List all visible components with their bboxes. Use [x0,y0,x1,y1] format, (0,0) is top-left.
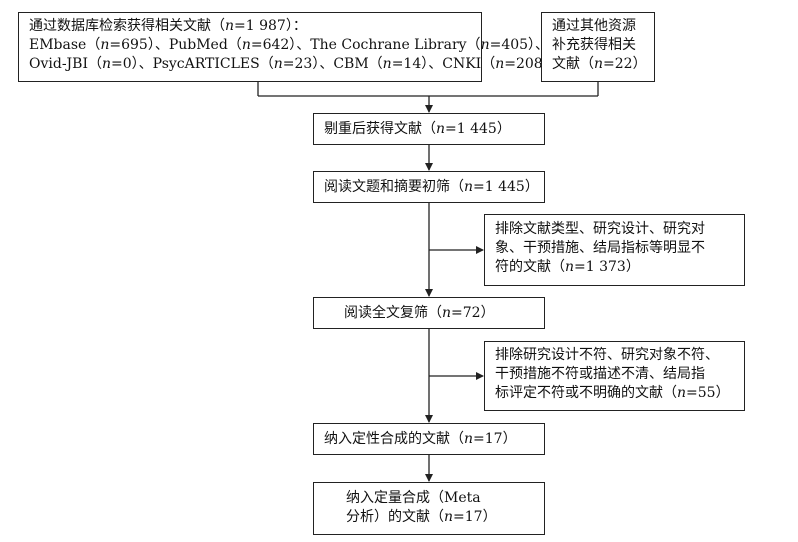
other-sources-line3: 文献（n=22） [552,56,647,72]
dedup-text: 剔重后获得文献（n=1 445） [324,121,511,137]
qualitative-text: 纳入定性合成的文献（n=17） [324,431,517,447]
exclusion1-line1: 排除文献类型、研究设计、研究对 [495,221,705,237]
qualitative-synthesis-box: 纳入定性合成的文献（n=17） [313,423,545,455]
dedup-box: 剔重后获得文献（n=1 445） [313,113,545,145]
database-search-line1: 通过数据库检索获得相关文献（n=1 987）： [29,18,307,34]
database-search-line2: EMbase（n=695）、PubMed（n=642）、The Cochrane… [29,37,550,53]
screening-text: 阅读文题和摘要初筛（n=1 445） [324,179,539,195]
other-sources-box: 通过其他资源 补充获得相关 文献（n=22） [541,12,655,82]
screening-box: 阅读文题和摘要初筛（n=1 445） [313,171,545,203]
quantitative-line2: 分析）的文献（n=17） [346,509,497,525]
exclusion-box-1: 排除文献类型、研究设计、研究对 象、干预措施、结局指标等明显不 符的文献（n=1… [484,214,745,286]
fulltext-box: 阅读全文复筛（n=72） [313,297,545,329]
exclusion1-line3: 符的文献（n=1 373） [495,259,640,275]
fulltext-text: 阅读全文复筛（n=72） [344,305,495,321]
exclusion-box-2: 排除研究设计不符、研究对象不符、 干预措施不符或描述不清、结局指 标评定不符或不… [484,341,745,411]
quantitative-synthesis-box: 纳入定量合成（Meta 分析）的文献（n=17） [313,482,545,535]
other-sources-line2: 补充获得相关 [552,37,636,53]
other-sources-line1: 通过其他资源 [552,18,636,34]
database-search-line3: Ovid-JBI（n=0）、PsycARTICLES（n=23）、CBM（n=1… [29,56,557,72]
database-search-box: 通过数据库检索获得相关文献（n=1 987）： EMbase（n=695）、Pu… [18,12,557,82]
exclusion2-line2: 干预措施不符或描述不清、结局指 [495,366,705,382]
exclusion2-line3: 标评定不符或不明确的文献（n=55） [495,385,730,401]
exclusion1-line2: 象、干预措施、结局指标等明显不 [495,240,705,256]
quantitative-line1: 纳入定量合成（Meta [346,490,481,506]
exclusion2-line1: 排除研究设计不符、研究对象不符、 [495,347,719,363]
